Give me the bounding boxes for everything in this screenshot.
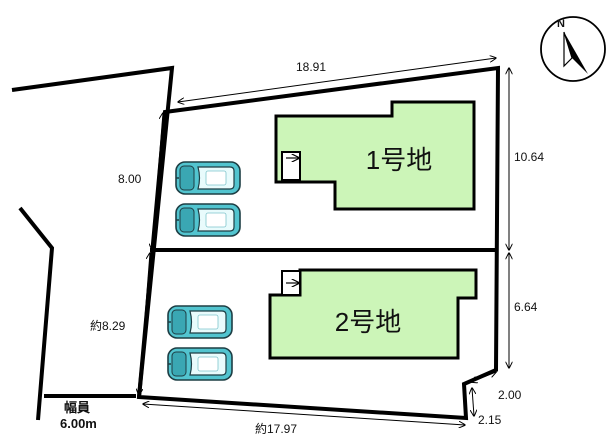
dimension-lines [139,58,509,425]
car-icon [175,203,241,237]
road-width-value: 6.00m [60,416,97,431]
car-icon [167,347,233,381]
lot-1-entrance [281,151,301,181]
site-outline [136,65,501,421]
north-label: N [557,18,565,30]
dim-left-upper: 8.00 [118,172,142,186]
dim-corner-b: 2.15 [478,413,502,427]
lot-1-building [274,100,476,211]
dim-corner-a: 2.00 [498,388,522,402]
lot-1-label: 1号地 [366,145,432,175]
north-arrow-icon: N [540,16,606,82]
road-width-label: 幅員 [64,400,90,415]
dim-bottom-width: 約17.97 [255,421,297,436]
dim-right-lower: 6.64 [514,300,538,314]
dim-top-width: 18.91 [296,60,326,74]
dim-left-lower: 約8.29 [90,318,126,333]
car-icon [167,305,233,339]
car-icon [175,161,241,195]
lot-2-label: 2号地 [335,307,401,337]
road-boundary [11,65,175,421]
dim-right-upper: 10.64 [514,150,544,164]
